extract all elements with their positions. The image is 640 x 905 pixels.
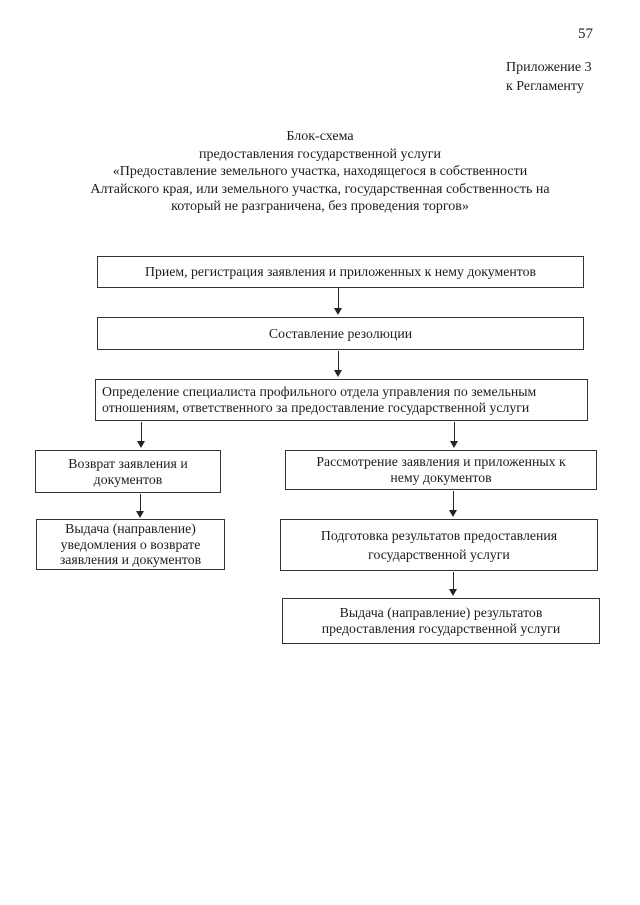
title-line-3: «Предоставление земельного участка, нахо… xyxy=(112,164,528,179)
flow-box-reception: Прием, регистрация заявления и приложенн… xyxy=(97,256,584,288)
arrow-shaft xyxy=(453,572,454,590)
title-line-5: который не разграничена, без проведения … xyxy=(171,199,469,214)
arrow-down-icon xyxy=(449,510,457,517)
arrow-prepare-results-to-issue-results xyxy=(449,572,458,596)
flow-box-specialist: Определение специалиста профильного отде… xyxy=(95,379,588,421)
flow-box-text: Прием, регистрация заявления и приложенн… xyxy=(145,264,536,279)
title-line-4: Алтайского края, или земельного участка,… xyxy=(90,181,550,197)
arrow-down-icon xyxy=(450,441,458,448)
flow-box-text: Выдача (направление) результатов xyxy=(339,605,543,620)
flow-box-resolution: Составление резолюции xyxy=(97,317,584,350)
flow-box-return-notice: Выдача (направление) уведомления о возвр… xyxy=(36,519,225,570)
arrow-review-to-prepare-results xyxy=(449,491,458,517)
flow-box-text: уведомления о возврате xyxy=(60,536,201,552)
arrow-specialist-to-return xyxy=(137,422,146,448)
flow-box-text: предоставления государственной услуги xyxy=(321,621,561,636)
arrow-down-icon xyxy=(334,370,342,377)
appendix-line-2: к Регламенту xyxy=(506,78,584,94)
flow-box-text: Составление резолюции xyxy=(268,325,413,341)
arrow-resolution-to-specialist xyxy=(334,351,343,377)
arrow-down-icon xyxy=(449,589,457,596)
title-line-1: Блок-схема xyxy=(286,129,354,144)
arrow-down-icon xyxy=(137,441,145,448)
flow-box-issue-results: Выдача (направление) результатов предост… xyxy=(282,598,600,644)
flow-box-text: заявления и документов xyxy=(59,552,202,568)
arrow-down-icon xyxy=(334,308,342,315)
flow-box-prepare-results: Подготовка результатов предоставления го… xyxy=(280,519,598,571)
flow-box-review: Рассмотрение заявления и приложенных к н… xyxy=(285,450,597,490)
flow-box-text: государственной услуги xyxy=(368,547,510,562)
flow-box-text: Возврат заявления и xyxy=(68,455,188,471)
flow-box-text: нему документов xyxy=(390,470,492,485)
arrow-shaft xyxy=(140,494,141,512)
arrow-shaft xyxy=(141,422,142,442)
arrow-shaft xyxy=(338,351,339,371)
flow-box-text: документов xyxy=(93,471,163,487)
arrow-down-icon xyxy=(136,511,144,518)
arrow-shaft xyxy=(453,491,454,511)
flow-box-text: Выдача (направление) xyxy=(65,521,196,537)
arrow-return-to-return-notice xyxy=(136,494,145,518)
title-line-2: предоставления государственной услуги xyxy=(199,146,441,162)
flow-box-text: Определение специалиста профильного отде… xyxy=(102,384,537,399)
arrow-reception-to-resolution xyxy=(334,288,343,315)
arrow-shaft xyxy=(338,288,339,309)
document-title: Блок-схема предоставления государственно… xyxy=(0,128,640,216)
flow-box-return: Возврат заявления и документов xyxy=(35,450,221,493)
arrow-shaft xyxy=(454,422,455,442)
flow-box-text: Рассмотрение заявления и приложенных к xyxy=(316,454,566,469)
page-number: 57 xyxy=(578,26,593,42)
arrow-specialist-to-review xyxy=(450,422,459,448)
flow-box-text: отношениям, ответственного за предоставл… xyxy=(102,400,530,415)
appendix-line-1: Приложение 3 xyxy=(506,60,592,75)
flow-box-text: Подготовка результатов предоставления xyxy=(320,528,558,543)
appendix-label: Приложение 3 к Регламенту xyxy=(506,59,592,96)
